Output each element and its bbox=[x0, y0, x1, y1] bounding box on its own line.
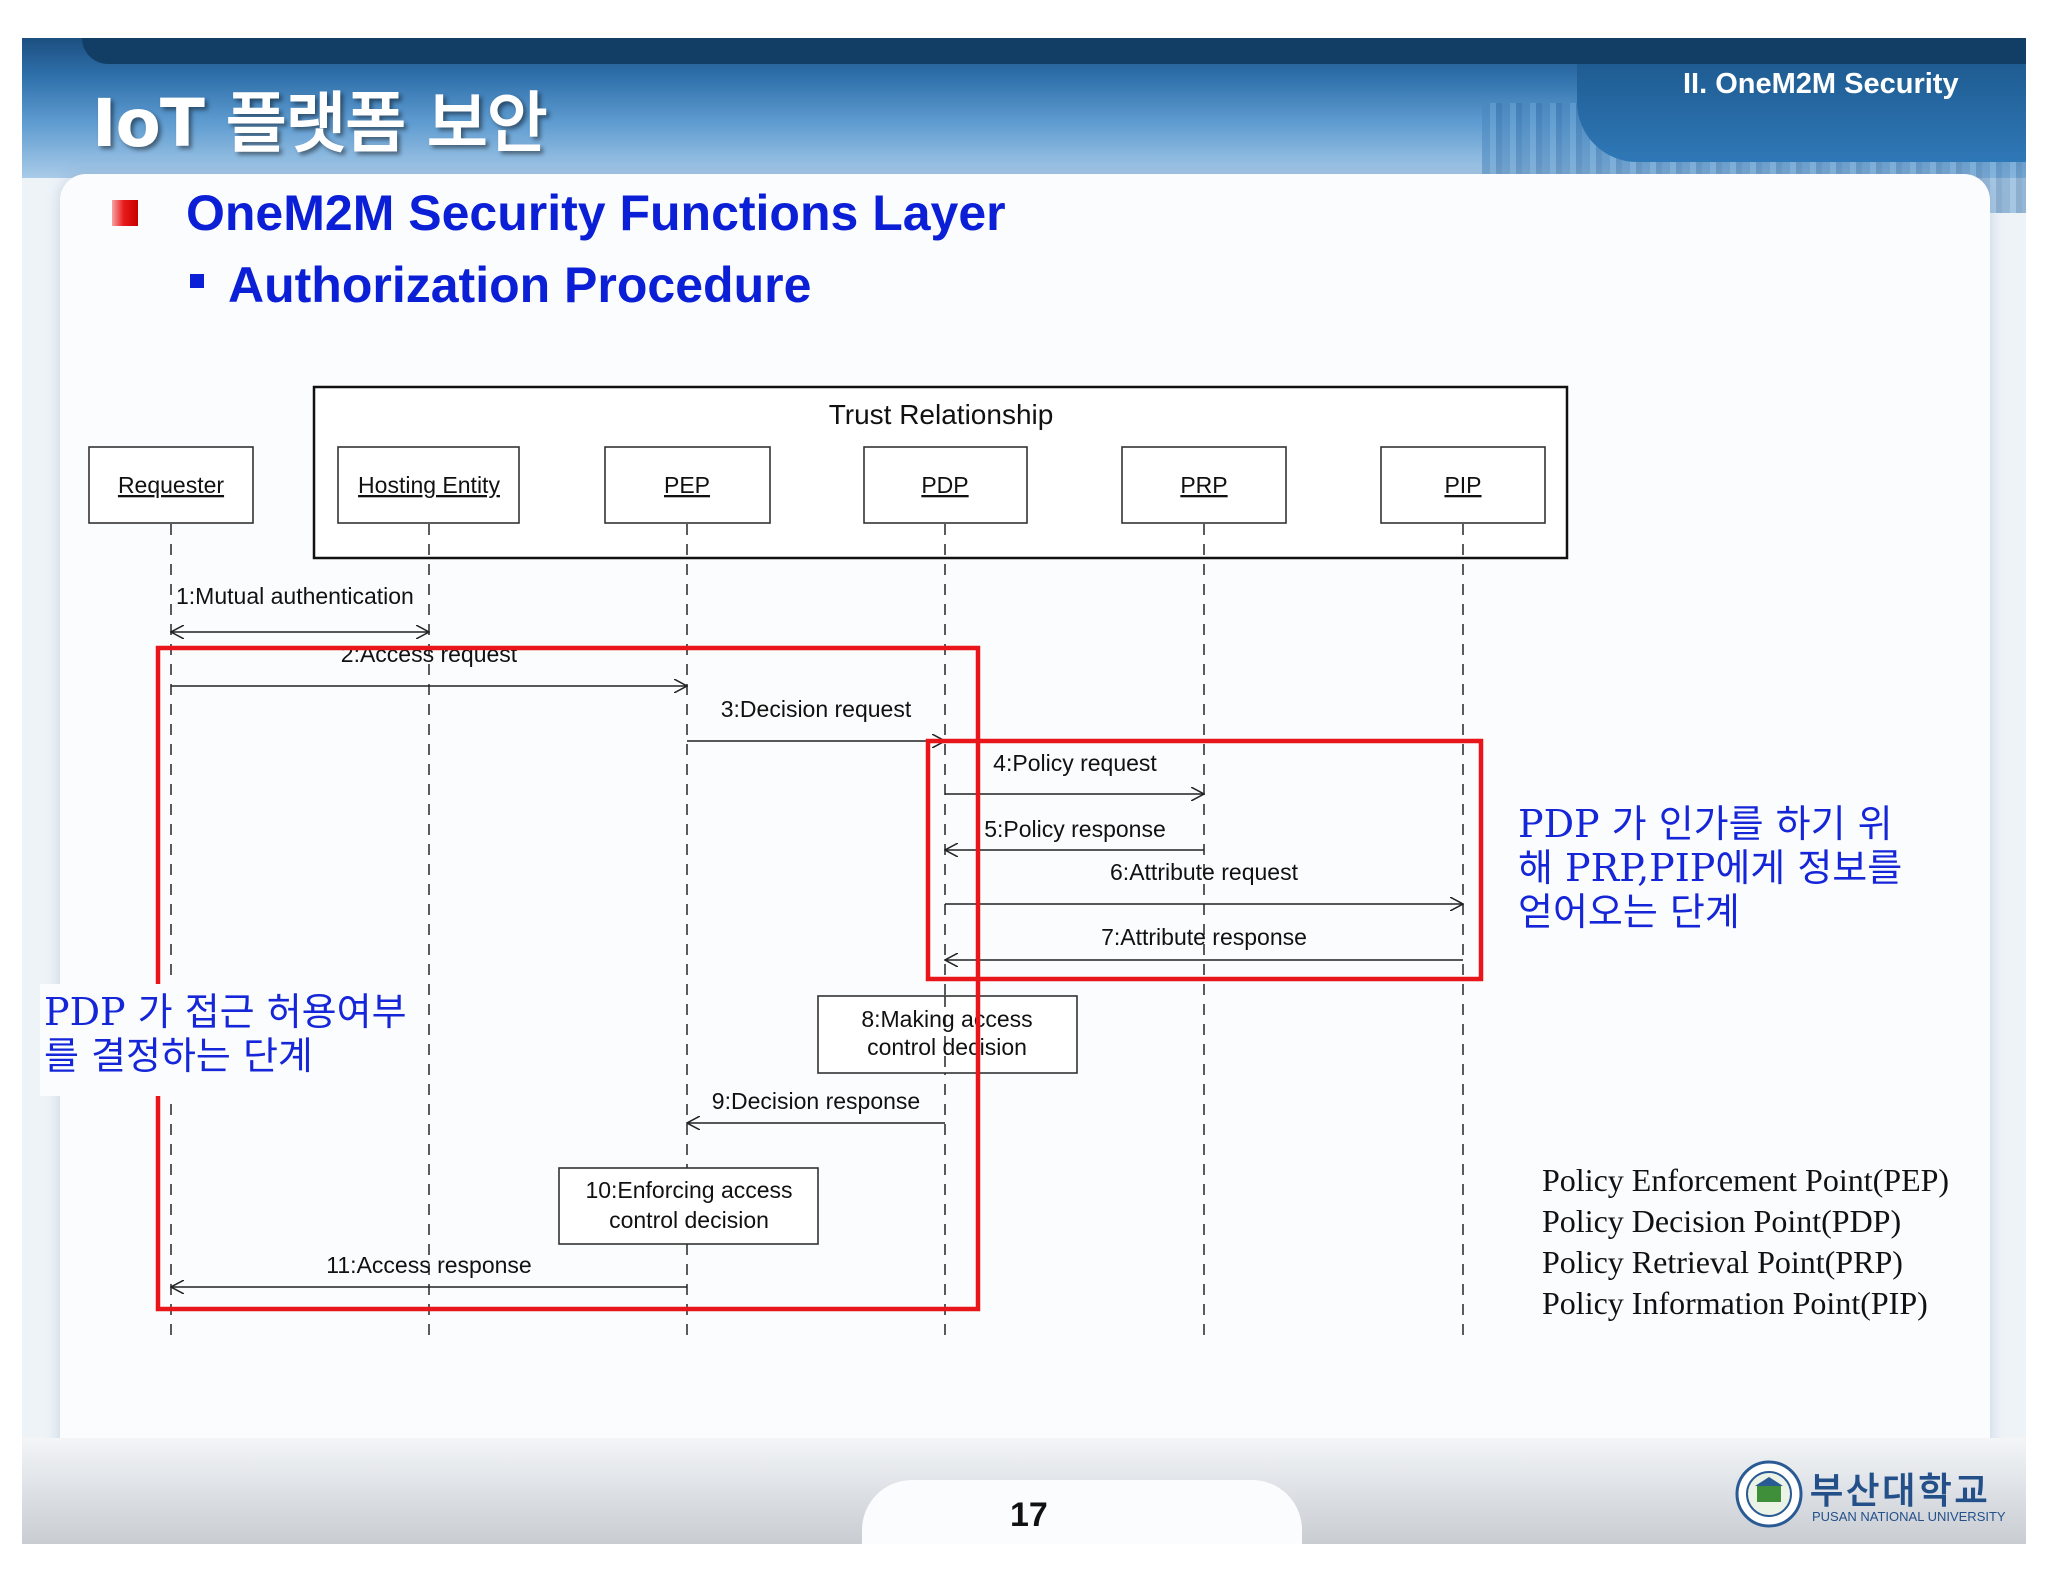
message-1-label: 1:Mutual authentication bbox=[176, 583, 414, 609]
left-note: PDP 가 접근 허용여부 를 결정하는 단계 bbox=[44, 990, 407, 1078]
page-number: 17 bbox=[1010, 1496, 1048, 1534]
content-subheading: Authorization Procedure bbox=[228, 257, 812, 313]
message-7-label: 7:Attribute response bbox=[1101, 924, 1307, 950]
activity-enforcing-box bbox=[558, 1167, 819, 1245]
right-note-line: PDP 가 인가를 하기 위 bbox=[1518, 802, 1893, 846]
university-emblem-icon bbox=[1735, 1460, 1803, 1528]
activity-10-line1: 10:Enforcing access bbox=[585, 1177, 792, 1203]
participant-hosting-entity-box bbox=[337, 446, 520, 524]
trust-relationship-label: Trust Relationship bbox=[829, 399, 1054, 430]
message-11-label: 11:Access response bbox=[326, 1252, 531, 1278]
participant-pdp-label: PDP bbox=[921, 472, 968, 498]
university-name-korean: 부산대학교 bbox=[1810, 1471, 1991, 1512]
participant-prp-label: PRP bbox=[1180, 472, 1227, 498]
message-9-label: 9:Decision response bbox=[712, 1088, 920, 1114]
participant-pep-box bbox=[604, 446, 771, 524]
message-5-label: 5:Policy response bbox=[984, 816, 1166, 842]
slide-title: IoT 플랫폼 보안 bbox=[92, 85, 547, 162]
right-note-line: 얻어오는 단계 bbox=[1518, 890, 1740, 934]
legend-item: Policy Retrieval Point(PRP) bbox=[1542, 1244, 1903, 1280]
legend-item: Policy Information Point(PIP) bbox=[1542, 1285, 1928, 1321]
right-note: PDP 가 인가를 하기 위 해 PRP,PIP에게 정보를 얻어오는 단계 bbox=[1518, 802, 1902, 934]
footer-notch bbox=[862, 1480, 1302, 1544]
legend-item: Policy Decision Point(PDP) bbox=[1542, 1203, 1902, 1239]
participant-pip-label: PIP bbox=[1444, 472, 1481, 498]
header-top-bar bbox=[82, 38, 2026, 64]
section-tab bbox=[1577, 64, 2026, 162]
message-3-label: 3:Decision request bbox=[721, 696, 912, 722]
participant-hosting-entity-label: Hosting Entity bbox=[358, 472, 500, 498]
participant-pep-label: PEP bbox=[664, 472, 710, 498]
bullet-square-icon bbox=[112, 200, 138, 226]
activity-making-decision-box bbox=[817, 995, 1078, 1074]
participant-requester-label: Requester bbox=[118, 472, 224, 498]
participant-pip-box bbox=[1380, 446, 1546, 524]
section-label: II. OneM2M Security bbox=[1683, 68, 1959, 100]
left-note-line: PDP 가 접근 허용여부 bbox=[44, 990, 407, 1034]
message-2-label: 2:Access request bbox=[341, 641, 518, 667]
sub-bullet-icon bbox=[190, 274, 204, 288]
activity-10-line2: control decision bbox=[609, 1207, 769, 1233]
right-note-line: 해 PRP,PIP에게 정보를 bbox=[1518, 846, 1903, 890]
university-name-english: PUSAN NATIONAL UNIVERSITY bbox=[1812, 1509, 2006, 1524]
legend-item: Policy Enforcement Point(PEP) bbox=[1542, 1162, 1950, 1198]
participant-pdp-box bbox=[863, 446, 1028, 524]
highlight-box-information-retrieval bbox=[925, 738, 1484, 982]
message-6-label: 6:Attribute request bbox=[1110, 859, 1299, 885]
activity-8-line2: control decision bbox=[867, 1034, 1027, 1060]
activity-8-line1: 8:Making access bbox=[861, 1006, 1032, 1032]
legend: Policy Enforcement Point(PEP) Policy Dec… bbox=[1542, 1160, 1949, 1324]
participant-requester-box bbox=[88, 446, 254, 524]
content-heading: OneM2M Security Functions Layer bbox=[186, 185, 1006, 241]
participant-prp-box bbox=[1121, 446, 1287, 524]
message-4-label: 4:Policy request bbox=[993, 750, 1157, 776]
left-note-background bbox=[40, 984, 415, 1096]
left-note-line: 를 결정하는 단계 bbox=[44, 1034, 313, 1078]
